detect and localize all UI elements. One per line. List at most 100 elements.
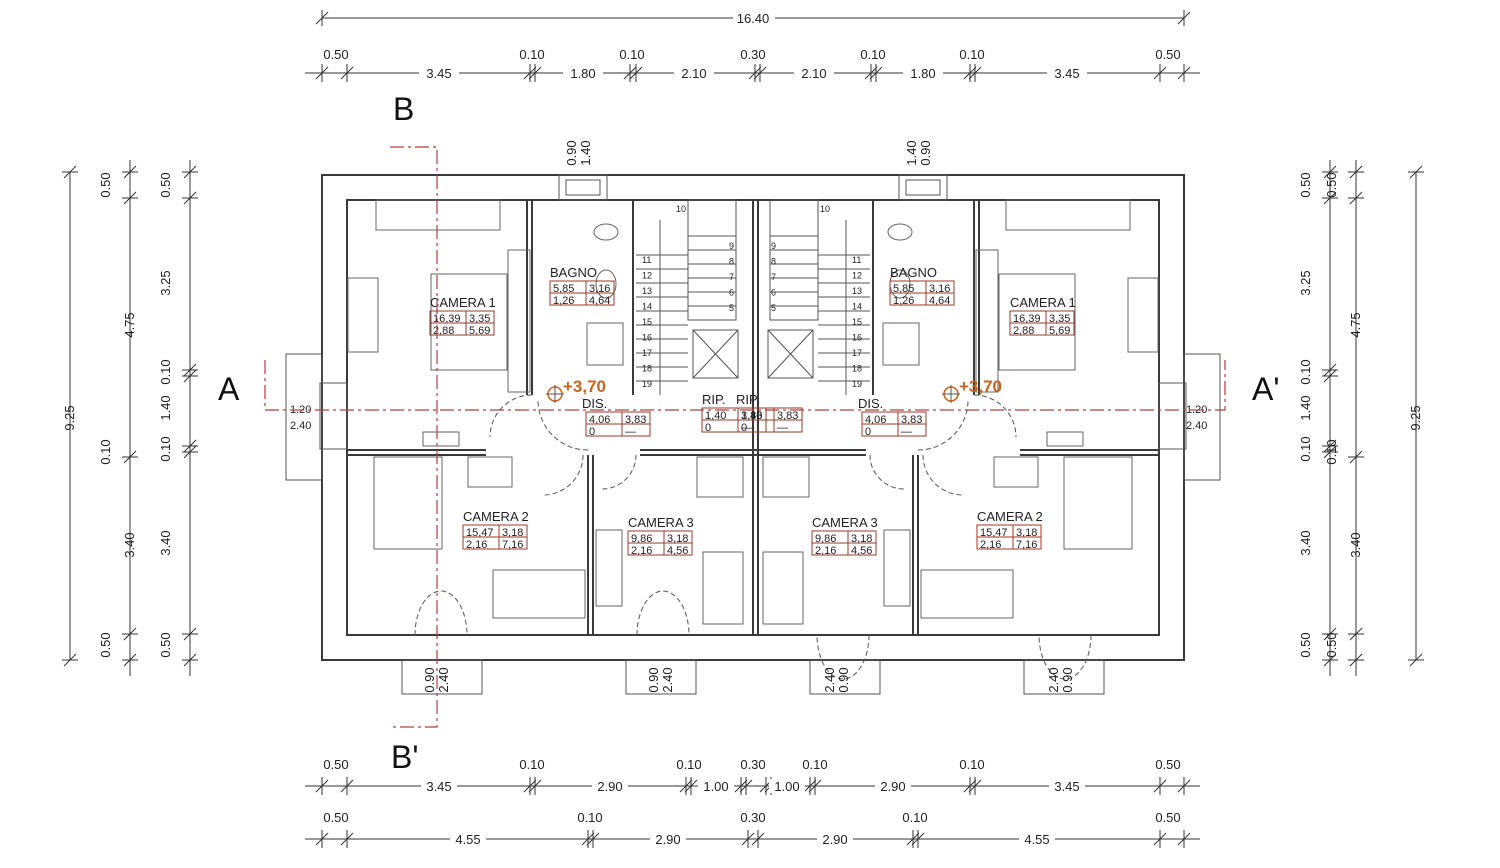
room-cell: 2,88 <box>1013 325 1034 337</box>
room-cell: 2,16 <box>631 545 652 557</box>
stair-flight <box>687 199 737 321</box>
dim-bottom2-small: 0.50 <box>323 810 348 825</box>
dim-bottom-mid1: 1.00 <box>774 779 799 794</box>
stair-number: 19 <box>852 379 862 389</box>
stair-number: 9 <box>771 241 776 251</box>
stair-number: 13 <box>642 286 652 296</box>
balcony-door-swing <box>816 634 870 680</box>
room-name-camera1: CAMERA 1 <box>1010 295 1076 310</box>
bottom-balcony <box>401 659 483 695</box>
wardrobe <box>1005 199 1131 231</box>
dim-bottom-mid1: 2.90 <box>880 779 905 794</box>
stair-number: 15 <box>642 317 652 327</box>
stair-number: 12 <box>642 271 652 281</box>
dim-bottom2-small: 0.30 <box>740 810 765 825</box>
wardrobe-3 <box>595 529 623 607</box>
dim-side-total: 9.25 <box>62 405 77 430</box>
room-cell: 1,40 <box>705 410 726 422</box>
bed-3 <box>762 456 810 498</box>
room-cell: 0 <box>705 422 711 434</box>
dim-bottom-mid2: 2.90 <box>822 832 847 847</box>
room-cell: 16,39 <box>433 313 461 325</box>
dim-top-small: 0.10 <box>959 47 984 62</box>
radiator <box>1046 431 1084 447</box>
dim-side-inner: 0.10 <box>158 436 173 461</box>
stair-number: 10 <box>820 204 830 214</box>
room-cell: 3,18 <box>851 533 872 545</box>
dim-balcony: 2.40 <box>822 667 837 692</box>
bottom-balcony <box>625 659 697 695</box>
room-cell: 5,69 <box>469 325 490 337</box>
door-swing <box>601 454 637 490</box>
dim-bottom-small: 0.50 <box>1155 757 1180 772</box>
dim-balcony: 2.40 <box>1046 667 1061 692</box>
stair-number: 7 <box>771 272 776 282</box>
dim-label-bg <box>563 66 603 80</box>
dim-overall-label: 16.40 <box>737 11 770 26</box>
section-label-b-prime: B' <box>391 739 418 775</box>
balcony-door-swing <box>636 590 690 636</box>
radiator <box>422 431 460 447</box>
door-swing <box>542 454 584 496</box>
stair-number: 14 <box>642 302 652 312</box>
dim-label-bg <box>419 66 459 80</box>
dim-label-bg <box>733 10 775 26</box>
room-name-rip: RIP. <box>702 392 726 407</box>
room-cell: 3,18 <box>502 527 523 539</box>
room-cell: 1,26 <box>893 295 914 307</box>
dim-label-bg <box>769 779 805 793</box>
dim-side-inner: 3.25 <box>158 270 173 295</box>
dim-label-bg <box>817 832 853 846</box>
dim-side-small: 0.50 <box>1324 172 1339 197</box>
dim-label-bg <box>421 779 457 793</box>
dim-bottom-small: 0.10 <box>802 757 827 772</box>
dim-top-mid: 3.45 <box>426 66 451 81</box>
stair-number: 15 <box>852 317 862 327</box>
room-name-camera3: CAMERA 3 <box>628 515 694 530</box>
dim-bottom-small: 0.30 <box>740 757 765 772</box>
room-cell: 7,16 <box>1016 539 1037 551</box>
stair-number: 16 <box>852 333 862 343</box>
dim-balcony: 2.40 <box>436 667 451 692</box>
room-cell: — <box>901 426 912 438</box>
shower <box>882 322 920 366</box>
dim-top-mid: 2.10 <box>681 66 706 81</box>
dim-side-inner: 1.40 <box>158 395 173 420</box>
dim-bottom-mid2: 4.55 <box>455 832 480 847</box>
plan-layer: 16.40 0.50 0.10 0.10 0.30 0.10 0.10 0.50 3.45 1.8… <box>62 10 1424 848</box>
stair-number: 7 <box>729 272 734 282</box>
room-cell: 3,35 <box>469 313 490 325</box>
chimney-inner <box>565 179 601 196</box>
desk-3 <box>702 551 744 625</box>
dim-bottom-small: 0.10 <box>959 757 984 772</box>
room-name-camera3: CAMERA 3 <box>812 515 878 530</box>
dim-chimney: 1.40 <box>904 140 919 165</box>
dim-top-mid: 1.80 <box>570 66 595 81</box>
single-bed-2 <box>920 569 1014 619</box>
dim-side-mid: 4.75 <box>1348 312 1363 337</box>
nightstand <box>347 277 379 353</box>
stair-number: 13 <box>852 286 862 296</box>
dim-bottom2-small: 0.50 <box>1155 810 1180 825</box>
room-cell: 16,39 <box>1013 313 1041 325</box>
balcony-door <box>319 382 348 450</box>
dim-bottom-mid2: 4.55 <box>1024 832 1049 847</box>
room-name-dis: DIS. <box>858 396 883 411</box>
room-name-dis: DIS. <box>582 396 607 411</box>
stair-number: 6 <box>771 288 776 298</box>
door-swing <box>922 454 964 496</box>
dim-label-bg <box>1019 832 1055 846</box>
dim-top-small: 0.10 <box>619 47 644 62</box>
stair-number: 8 <box>729 257 734 267</box>
dim-bottom-mid2: 2.90 <box>655 832 680 847</box>
balcony-door-swing <box>1038 634 1092 680</box>
dim-side-mid: 3.40 <box>122 532 137 557</box>
single-bed-2 <box>492 569 586 619</box>
room-name-camera2: CAMERA 2 <box>463 509 529 524</box>
single-bed <box>1063 456 1133 550</box>
dim-balcony: 0.90 <box>1060 667 1075 692</box>
dim-side-small: 0.50 <box>98 172 113 197</box>
dim-bottom2-small: 0.10 <box>902 810 927 825</box>
dim-bottom-mid1: 1.00 <box>703 779 728 794</box>
